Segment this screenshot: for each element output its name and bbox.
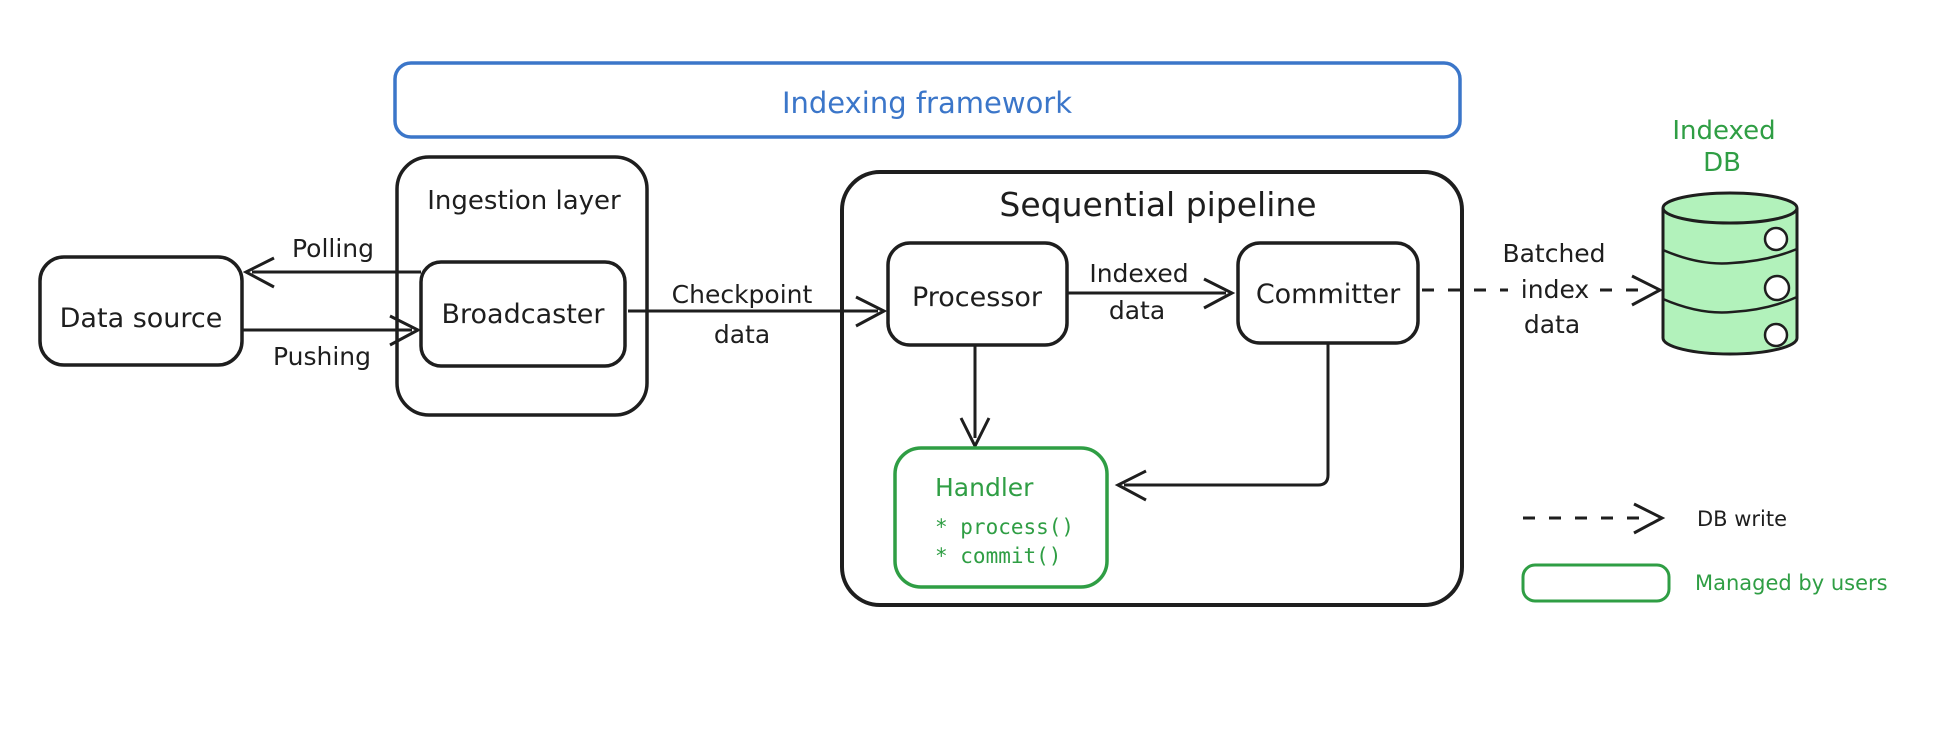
legend-db-write-arrowhead-icon	[1633, 502, 1666, 535]
polling-arrow: Polling	[242, 234, 421, 289]
data-source-label: Data source	[60, 303, 223, 334]
polling-arrowhead-icon	[242, 256, 275, 289]
db-cylinder-icon	[1661, 191, 1799, 356]
indexed-data-arrow: Indexed data	[1067, 259, 1236, 325]
legend: DB write Managed by users	[1521, 502, 1888, 603]
batched-index-label-line3: data	[1524, 310, 1580, 339]
pushing-arrowhead-icon	[389, 314, 422, 347]
legend-managed-box	[1521, 563, 1671, 603]
indexing-framework: Indexing framework	[393, 61, 1462, 139]
indexing-framework-box	[393, 61, 1462, 139]
committer-to-handler-arrowhead-icon	[1114, 469, 1147, 502]
processor-to-handler-arrow	[959, 345, 991, 450]
db-cylinder-dot-1	[1763, 226, 1789, 252]
batched-index-arrowhead-icon	[1631, 274, 1664, 307]
sequential-pipeline-label: Sequential pipeline	[999, 185, 1316, 224]
processor-label: Processor	[912, 282, 1043, 313]
handler-node: Handler * process() * commit()	[893, 446, 1109, 589]
legend-db-write-label: DB write	[1697, 507, 1787, 531]
legend-db-write: DB write	[1523, 502, 1787, 535]
indexed-data-arrowhead-icon	[1203, 277, 1236, 310]
sequential-pipeline-box	[840, 170, 1464, 607]
handler-box	[893, 446, 1109, 589]
data-source-box	[38, 255, 244, 367]
batched-index-label-line2: index	[1521, 275, 1589, 304]
checkpoint-label-line2: data	[714, 320, 770, 349]
checkpoint-arrowhead-icon	[855, 295, 888, 328]
db-cylinder-top	[1661, 191, 1799, 225]
pushing-label: Pushing	[273, 342, 371, 371]
checkpoint-label-line1: Checkpoint	[672, 280, 813, 309]
broadcaster-label: Broadcaster	[442, 299, 606, 330]
db-cylinder-body	[1661, 208, 1799, 356]
handler-label: Handler	[935, 473, 1034, 502]
db-cylinder-dot-3	[1763, 322, 1789, 348]
batched-index-arrow: Batched index data	[1422, 239, 1664, 339]
handler-method-commit: * commit()	[935, 544, 1061, 568]
db-cylinder-dot-2	[1763, 274, 1791, 302]
legend-managed-label: Managed by users	[1695, 571, 1888, 595]
batched-index-label-line1: Batched	[1502, 239, 1605, 268]
indexed-db-label-line2: DB	[1703, 148, 1741, 178]
indexed-db-node: Indexed DB	[1661, 116, 1799, 356]
ingestion-layer-box	[395, 155, 649, 417]
committer-to-handler-line	[1124, 343, 1330, 487]
data-source-node: Data source	[38, 255, 244, 367]
db-cylinder-separator-1	[1662, 247, 1798, 265]
ingestion-layer-label: Ingestion layer	[427, 186, 621, 216]
sequential-pipeline: Sequential pipeline Processor Committer …	[840, 170, 1464, 607]
indexed-data-label-line1: Indexed	[1089, 259, 1188, 288]
db-cylinder-separator-2	[1662, 295, 1798, 314]
ingestion-layer: Ingestion layer Broadcaster	[395, 155, 649, 417]
handler-method-process: * process()	[935, 515, 1074, 539]
indexing-framework-label: Indexing framework	[782, 86, 1072, 120]
polling-label: Polling	[292, 234, 374, 263]
indexed-data-label-line2: data	[1109, 296, 1165, 325]
pushing-arrow: Pushing	[242, 314, 422, 371]
committer-to-handler-arrow	[1114, 343, 1330, 502]
checkpoint-arrow: Checkpoint data	[628, 280, 888, 349]
processor-to-handler-arrowhead-icon	[959, 417, 991, 450]
indexed-db-label-line1: Indexed	[1672, 116, 1775, 146]
legend-managed: Managed by users	[1521, 563, 1888, 603]
broadcaster-box	[419, 260, 627, 368]
committer-label: Committer	[1256, 279, 1401, 310]
